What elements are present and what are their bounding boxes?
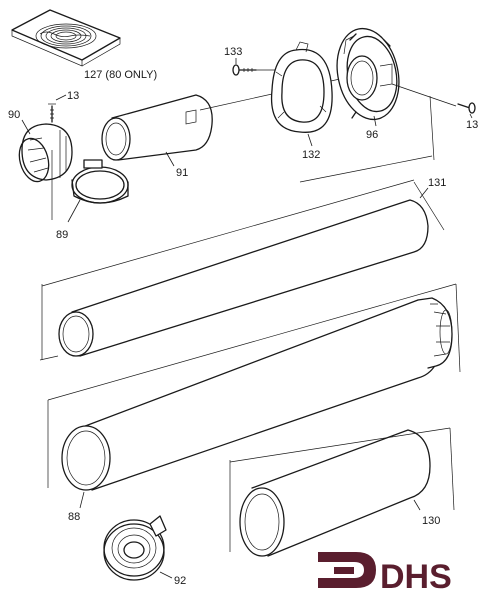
- label-133: 133: [224, 46, 242, 58]
- label-127: 127 (80 ONLY): [84, 69, 157, 81]
- label-88: 88: [68, 511, 80, 523]
- part-96-flange-adaptor: [336, 27, 400, 127]
- label-90: 90: [8, 109, 20, 121]
- label-91: 91: [176, 167, 188, 179]
- label-89: 89: [56, 229, 68, 241]
- part-132-retaining-ring: [270, 41, 333, 147]
- label-13-right: 13: [466, 119, 478, 131]
- label-13-left: 13: [67, 90, 79, 102]
- part-92-sealing-tape: [103, 515, 173, 581]
- top-assembly-dimension-lines: [51, 95, 435, 220]
- part-13-screw-left: [48, 94, 67, 123]
- logo-text: DHS: [380, 558, 452, 596]
- part-127-flashing: [11, 9, 121, 67]
- part-88-pipe-with-terminal: [47, 283, 461, 509]
- label-96: 96: [366, 129, 378, 141]
- label-132: 132: [302, 149, 320, 161]
- part-91-short-pipe: [101, 94, 213, 167]
- label-92: 92: [174, 575, 186, 587]
- part-89-clamp: [67, 159, 129, 223]
- label-130: 130: [422, 515, 440, 527]
- part-13-screw-right: [391, 83, 476, 119]
- label-131: 131: [428, 177, 446, 189]
- part-131-long-pipe: [39, 179, 445, 361]
- dhs-logo: DHS: [318, 552, 452, 596]
- part-130-short-pipe: [229, 427, 455, 557]
- part-90-terminal-cap: [18, 119, 73, 183]
